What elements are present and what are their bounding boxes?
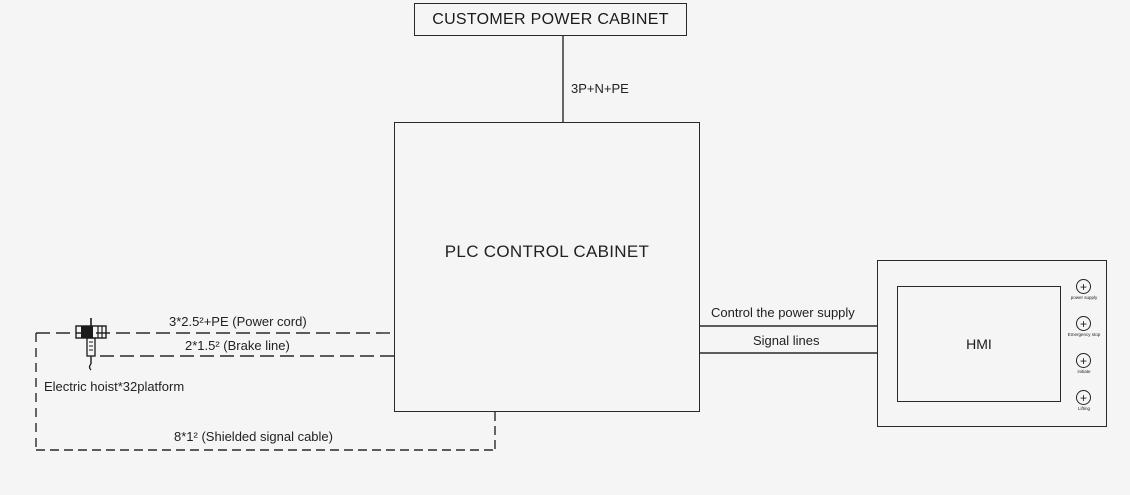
plus-icon: + bbox=[1079, 390, 1087, 405]
brake-line-label: 2*1.5² (Brake line) bbox=[185, 338, 290, 353]
power-supply-caption: power supply bbox=[1070, 295, 1098, 300]
plc-control-cabinet-label: PLC CONTROL CABINET bbox=[444, 242, 650, 261]
shielded-signal-label: 8*1² (Shielded signal cable) bbox=[174, 429, 333, 444]
lifting-caption: Lifting bbox=[1077, 406, 1090, 411]
hmi-panel bbox=[877, 260, 1107, 427]
hmi-screen: HMI bbox=[897, 286, 1061, 402]
hmi-label: HMI bbox=[966, 336, 992, 352]
power-supply-button[interactable]: + bbox=[1076, 279, 1091, 294]
initiate-caption: initiate bbox=[1077, 369, 1091, 374]
initiate-button[interactable]: + bbox=[1076, 353, 1091, 368]
plus-icon: + bbox=[1079, 353, 1087, 368]
emergency-stop-caption: Emergency stop bbox=[1067, 332, 1101, 337]
plc-control-cabinet bbox=[394, 122, 700, 412]
lifting-button[interactable]: + bbox=[1076, 390, 1091, 405]
plus-icon: + bbox=[1079, 316, 1087, 331]
electric-hoist-label: Electric hoist*32platform bbox=[44, 379, 185, 394]
customer-power-cabinet: CUSTOMER POWER CABINET bbox=[414, 3, 687, 36]
control-power-label: Control the power supply bbox=[711, 305, 855, 320]
electric-hoist-icon bbox=[75, 318, 107, 371]
emergency-stop-button[interactable]: + bbox=[1076, 316, 1091, 331]
signal-lines-label: Signal lines bbox=[753, 333, 820, 348]
plus-icon: + bbox=[1079, 279, 1087, 294]
customer-to-plc-label: 3P+N+PE bbox=[571, 81, 629, 96]
power-cord-label: 3*2.5²+PE (Power cord) bbox=[169, 314, 307, 329]
